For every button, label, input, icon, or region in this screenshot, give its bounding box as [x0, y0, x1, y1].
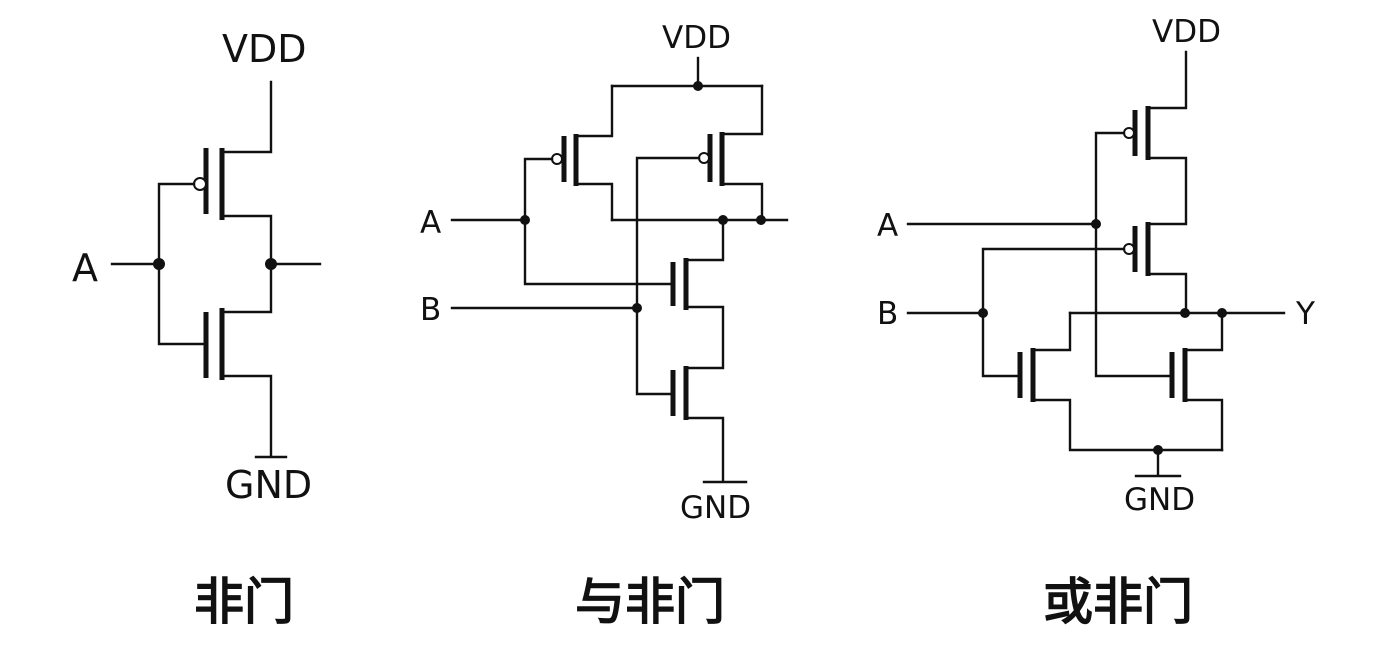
- nand-nmos-b: [670, 366, 748, 484]
- nand-input-b-label: B: [420, 292, 441, 328]
- nor-junction-a: [1091, 219, 1101, 229]
- nor-nmos-b: [1017, 311, 1224, 452]
- nor-vdd-label: VDD: [1152, 14, 1221, 50]
- nand-gnd-label: GND: [680, 490, 751, 526]
- nor-nmos-a: [1169, 311, 1224, 452]
- nand-vdd-label: VDD: [662, 20, 731, 56]
- nand-gate-caption: 与非门: [575, 573, 725, 631]
- nor-gate-caption: 或非门: [1043, 573, 1193, 631]
- not-junction-a: [153, 258, 165, 270]
- nand-junction-out-2: [756, 215, 766, 225]
- not-gate-caption: 非门: [194, 573, 294, 631]
- nor-junction-out: [1180, 308, 1190, 318]
- nand-junction-vdd: [693, 81, 703, 91]
- nor-junction-b: [978, 308, 988, 318]
- nand-gate-schematic: VDD A B GND: [420, 20, 789, 526]
- nor-gnd-label: GND: [1124, 482, 1195, 518]
- nand-input-a-label: A: [420, 205, 441, 241]
- not-gate-schematic: VDD A GND: [72, 27, 322, 507]
- not-nmos: [203, 262, 288, 459]
- nor-junction-gnd: [1153, 445, 1163, 455]
- not-gnd-label: GND: [225, 463, 312, 507]
- nand-junction-b: [632, 303, 642, 313]
- not-junction-out: [265, 258, 277, 270]
- nand-pmos-b: [635, 84, 764, 396]
- nor-pmos-b: [981, 222, 1188, 378]
- nor-output-y-label: Y: [1295, 296, 1315, 332]
- nand-junction-a: [520, 215, 530, 225]
- nor-gate-schematic: VDD A B Y GND: [877, 14, 1315, 518]
- not-pmos: [157, 80, 273, 346]
- nand-pmos-a: [523, 84, 672, 286]
- not-vdd-label: VDD: [222, 27, 307, 71]
- nor-pmos-a: [1094, 50, 1188, 378]
- nor-input-a-label: A: [877, 208, 898, 244]
- nor-input-b-label: B: [877, 296, 898, 332]
- not-input-a-label: A: [72, 246, 98, 290]
- nand-nmos-a: [670, 218, 725, 370]
